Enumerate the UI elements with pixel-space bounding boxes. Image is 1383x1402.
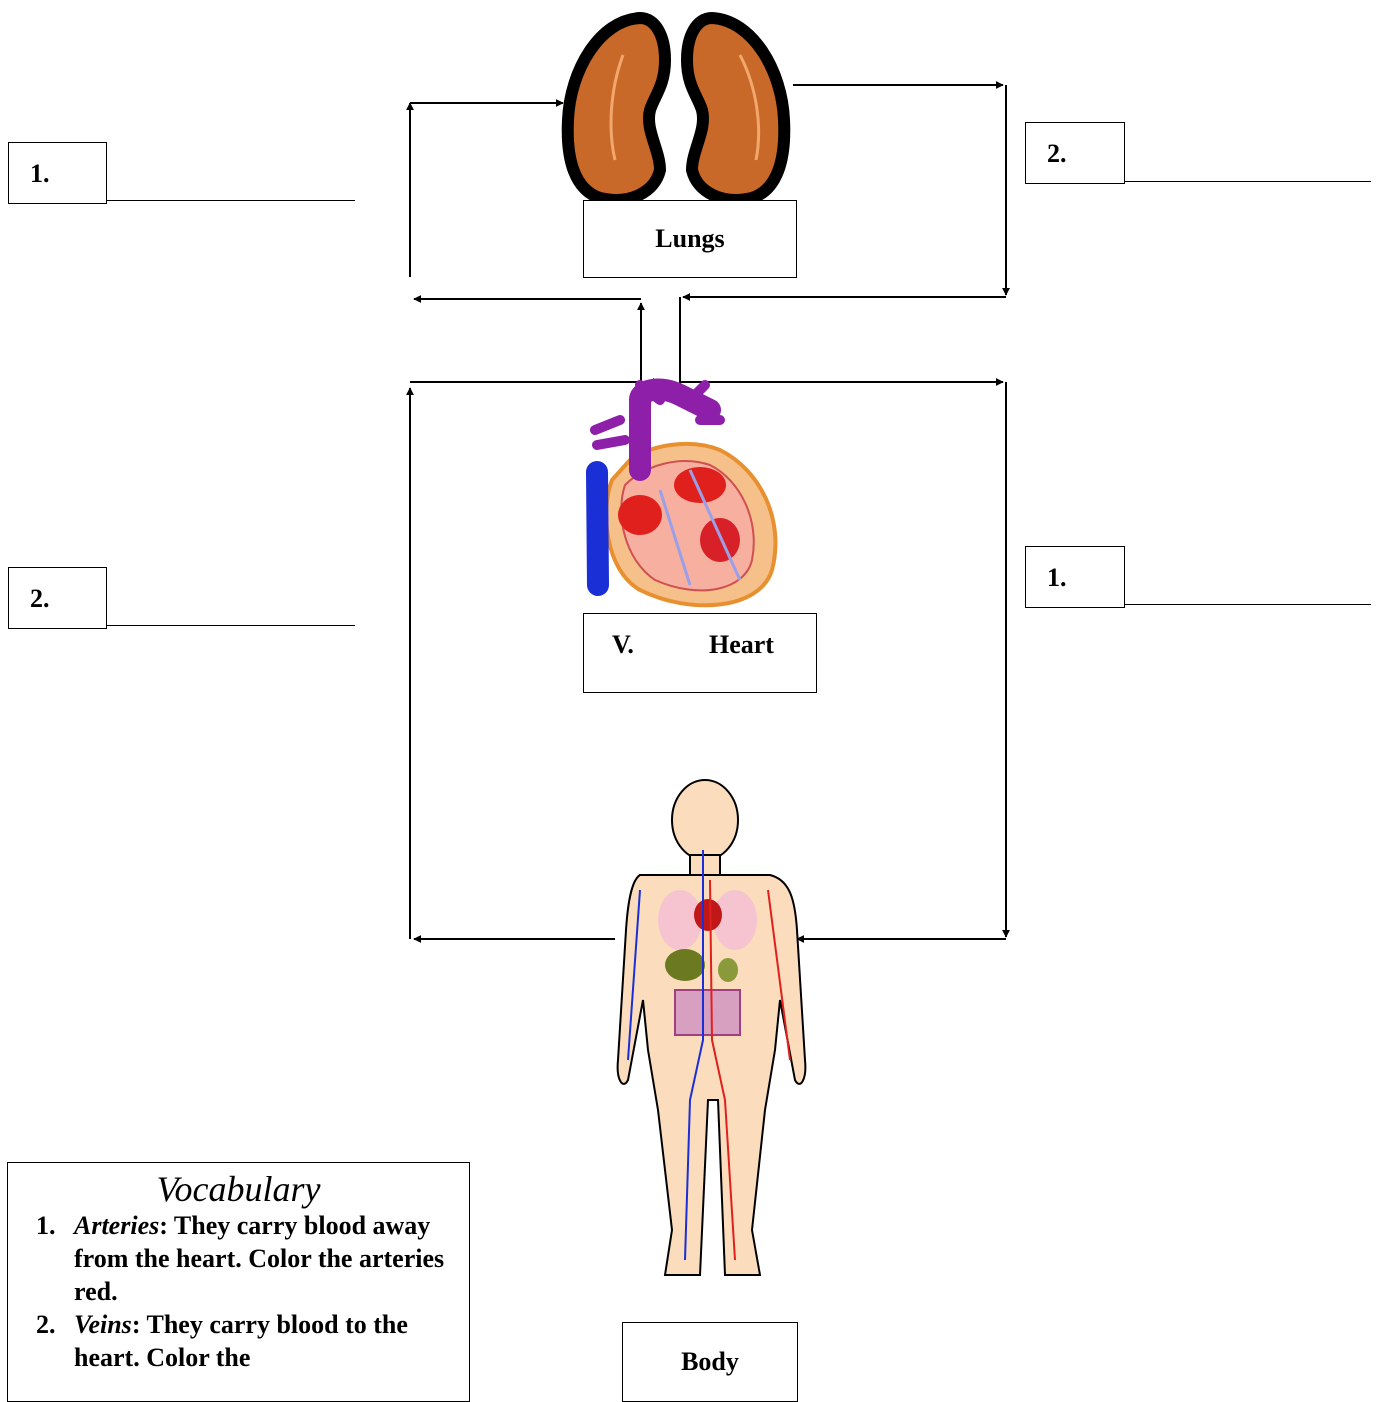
body-label: Body — [681, 1347, 739, 1377]
vocab-item-arteries: 1. Arteries: They carry blood away from … — [8, 1209, 469, 1308]
blank-label-mid-right: 1. — [1025, 546, 1125, 608]
blank-number: 1. — [30, 159, 50, 188]
vocab-term: Veins — [74, 1310, 132, 1339]
vocab-term: Arteries — [74, 1211, 159, 1240]
lungs-label: Lungs — [655, 224, 724, 254]
heart-label: Heart — [709, 630, 774, 660]
answer-line-top-right — [1125, 181, 1371, 182]
heart-label-box: V. Heart — [583, 613, 817, 693]
blank-number: 2. — [1047, 139, 1067, 168]
blank-label-top-left: 1. — [8, 142, 107, 204]
vocab-item-veins: 2. Veins: They carry blood to the heart.… — [8, 1308, 469, 1374]
vocab-item-number: 2. — [36, 1308, 56, 1341]
lungs-label-box: Lungs — [583, 200, 797, 278]
body-label-box: Body — [622, 1322, 798, 1402]
blank-label-top-right: 2. — [1025, 122, 1125, 184]
blank-number: 2. — [30, 584, 50, 613]
answer-line-mid-right — [1125, 604, 1371, 605]
vocabulary-title: Vocabulary — [8, 1169, 469, 1209]
blank-number: 1. — [1047, 563, 1067, 592]
answer-line-mid-left — [107, 625, 355, 626]
vocabulary-box: Vocabulary 1. Arteries: They carry blood… — [7, 1162, 470, 1402]
heart-label-prefix: V. — [612, 630, 634, 660]
human-body-icon — [618, 780, 806, 1275]
blank-label-mid-left: 2. — [8, 567, 107, 629]
vocab-item-number: 1. — [36, 1209, 56, 1242]
lungs-icon — [568, 18, 785, 200]
heart-icon — [595, 385, 775, 605]
answer-line-top-left — [107, 200, 355, 201]
